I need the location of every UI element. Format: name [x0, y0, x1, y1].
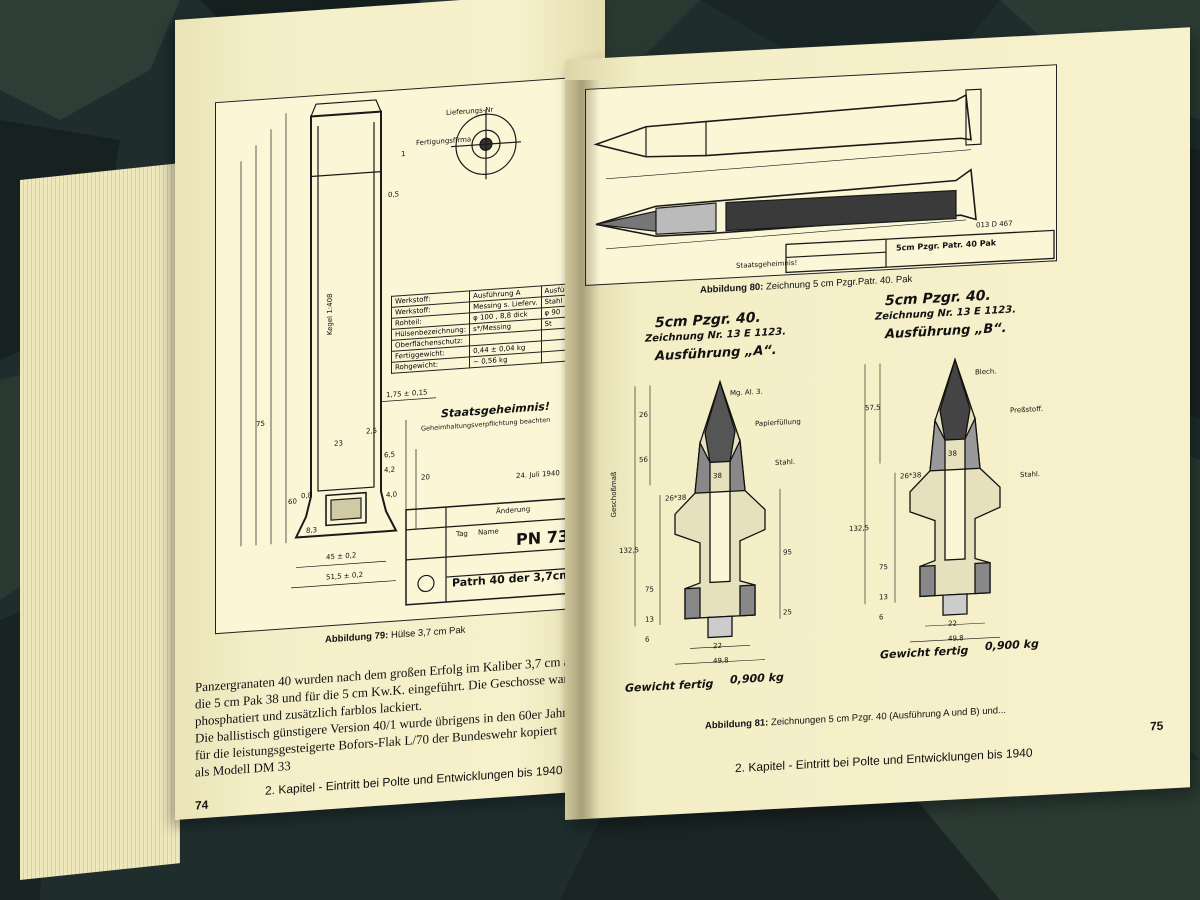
projectile-a: 5cm Pzgr. 40. Zeichnung Nr. 13 E 1123. A… [605, 306, 835, 678]
projectile-a-d38: 38 [713, 471, 722, 481]
hulse-drawing: Lieferungs-Nr Fertigungsfirma Kegel 1:40… [215, 76, 597, 635]
title-block-name: Name [478, 527, 499, 537]
figure-81-text: Zeichnungen 5 cm Pzgr. 40 (Ausführung A … [770, 704, 1006, 729]
left-page-footer: 2. Kapitel - Eintritt bei Polte und Entw… [265, 762, 563, 798]
figure-80-label: Abbildung 80: [700, 281, 764, 296]
figure-81-caption: Abbildung 81: Zeichnungen 5 cm Pzgr. 40 … [705, 705, 1006, 732]
page-edges-stack [20, 163, 180, 880]
projectile-b-variant: Ausführung „B“. [885, 320, 1007, 343]
projectile-a-variant: Ausführung „A“. [655, 342, 777, 365]
projectile-a-stahl: Stahl. [775, 457, 796, 467]
projectile-a-mg: Mg. Al. 3. [730, 387, 763, 398]
label-dim-42: 4,2 [384, 465, 396, 475]
figure-79-caption: Abbildung 79: Hülse 3,7 cm Pak [325, 625, 465, 646]
projectile-a-weight: 0,900 kg [730, 670, 784, 687]
right-page: 5cm Pzgr. Patr. 40 Pak 013 D 467 Staatsg… [565, 27, 1190, 821]
label-dim-75: 75 [256, 419, 265, 429]
projectile-a-d56: 56 [639, 455, 648, 465]
label-dim-23: 23 [334, 439, 343, 448]
projectile-a-d22: 22 [713, 641, 722, 651]
title-block-tag: Tag [456, 529, 468, 539]
label-kegel: Kegel 1:408 [326, 293, 334, 336]
left-page-number: 74 [195, 797, 209, 813]
projectile-a-d75: 75 [645, 585, 654, 594]
projectile-b-d1325: 132,5 [849, 524, 870, 534]
figure-79-label: Abbildung 79: [325, 630, 389, 646]
figure-79-text: Hülse 3,7 cm Pak [390, 624, 466, 641]
label-dim-08: 0,8 [301, 491, 313, 501]
projectile-a-d26: 26 [639, 410, 648, 420]
projectile-a-d25: 25 [783, 608, 792, 617]
projectile-a-weight-label: Gewicht fertig [625, 677, 714, 695]
projectile-a-d13: 13 [645, 615, 654, 624]
projectile-a-drawing [634, 379, 781, 665]
label-dim-05: 0,5 [388, 190, 400, 200]
label-dim-1: 1 [401, 149, 406, 159]
projectile-b: 5cm Pzgr. 40. Zeichnung Nr. 13 E 1123. A… [835, 283, 1075, 656]
label-dim-65: 6,5 [384, 450, 396, 460]
cartridge-drawing: 5cm Pzgr. Patr. 40 Pak 013 D 467 Staatsg… [585, 64, 1057, 286]
projectile-a-d6: 6 [645, 635, 650, 644]
hulse-technical-drawing [240, 99, 582, 606]
projectile-a-d95: 95 [783, 548, 792, 557]
projectile-a-d2638: 26*38 [665, 493, 687, 503]
label-dim-83: 8,3 [306, 526, 318, 535]
projectile-b-d498: 49,8 [948, 634, 964, 643]
projectile-b-d38: 38 [948, 449, 957, 458]
projectile-a-geschoss: Geschoßmaß [610, 471, 618, 518]
projectile-b-d2638: 26*38 [900, 471, 922, 481]
projectile-a-d1325: 132,5 [619, 546, 640, 556]
book-spine-shadow [560, 80, 600, 820]
projectile-b-d75: 75 [879, 563, 888, 572]
projectile-b-d13: 13 [879, 593, 888, 602]
cartridge-technical-drawing [593, 88, 1055, 274]
projectile-b-weight: 0,900 kg [985, 637, 1039, 653]
label-dim-20: 20 [421, 473, 430, 482]
figure-80-text: Zeichnung 5 cm Pzgr.Patr. 40. Pak [765, 273, 913, 293]
right-page-footer: 2. Kapitel - Eintritt bei Polte und Entw… [735, 745, 1033, 776]
label-dim-40: 4,0 [386, 490, 398, 500]
projectile-b-d575: 57,5 [865, 403, 881, 413]
label-dim-60: 60 [288, 497, 297, 507]
figure-81-label: Abbildung 81: [705, 717, 769, 732]
projectile-b-drawing [864, 357, 1001, 643]
projectile-a-d498: 49,8 [713, 656, 729, 666]
projectile-b-blech: Blech. [975, 367, 997, 377]
left-page: Lieferungs-Nr Fertigungsfirma Kegel 1:40… [175, 0, 605, 821]
projectile-b-stahl: Stahl. [1020, 470, 1041, 480]
projectile-b-d22: 22 [948, 619, 957, 628]
right-page-number: 75 [1150, 718, 1164, 734]
label-dim-25: 2,5 [366, 426, 378, 436]
projectile-b-d6: 6 [879, 613, 884, 622]
